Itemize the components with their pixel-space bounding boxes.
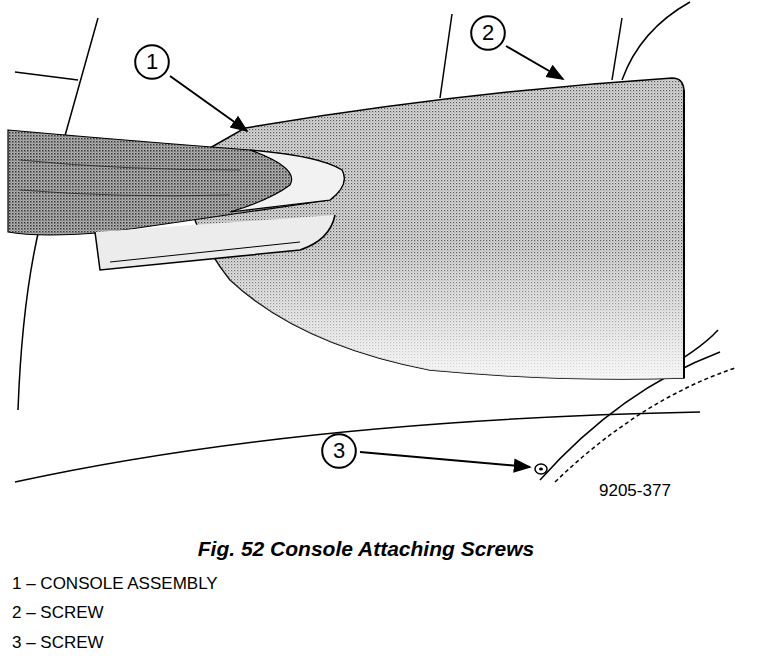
screw [535, 464, 547, 474]
background-lines [15, 2, 735, 482]
callout-number: 1 [134, 44, 170, 80]
leader-arrows [170, 46, 563, 467]
figure-number: 9205-377 [599, 482, 671, 501]
callout-number: 2 [470, 15, 506, 51]
legend-entry: 3 – SCREW [12, 634, 104, 653]
legend-entry: 1 – CONSOLE ASSEMBLY [12, 575, 218, 594]
figure-caption: Fig. 52 Console Attaching Screws [198, 537, 534, 560]
callout-circle: 2 [470, 15, 506, 51]
callout-number: 3 [321, 433, 357, 469]
callout-circle: 1 [134, 44, 170, 80]
armrest [8, 130, 344, 270]
legend-entry: 2 – SCREW [12, 604, 104, 623]
callout-circle: 3 [321, 433, 357, 469]
